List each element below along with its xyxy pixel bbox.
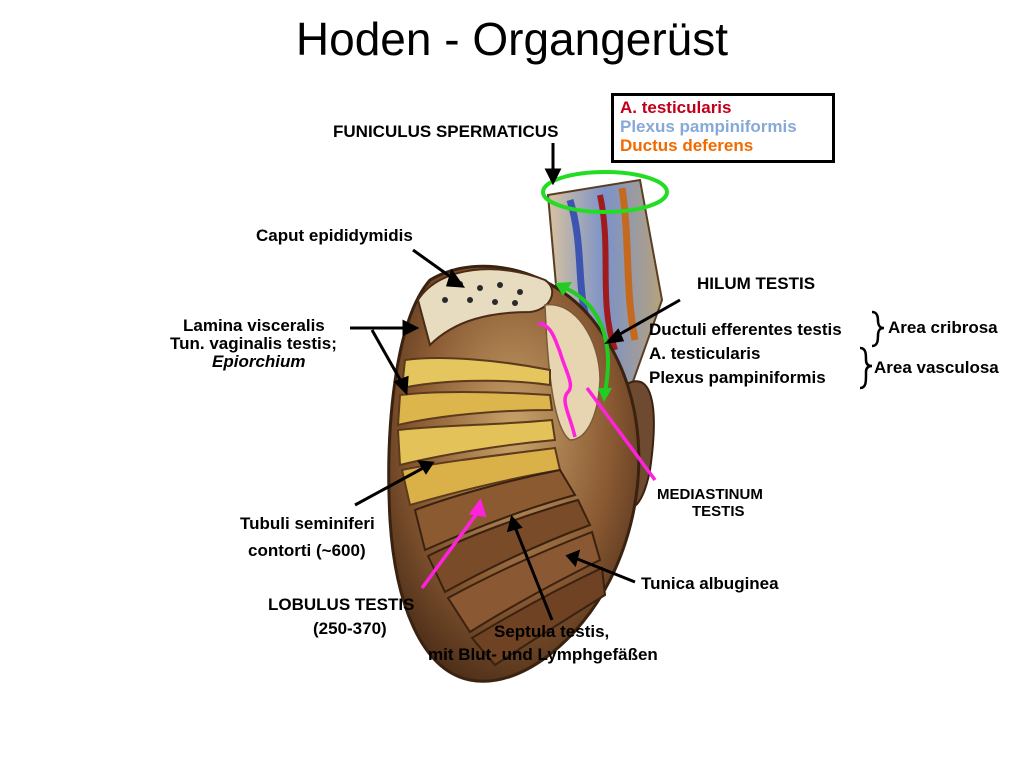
label-plexus-pampiniformis: Plexus pampiniformis <box>649 368 826 387</box>
label-tunica-albuginea: Tunica albuginea <box>641 574 779 593</box>
legend-item-plexus-pampiniformis: Plexus pampiniformis <box>620 117 797 136</box>
legend-box: A. testicularis Plexus pampiniformis Duc… <box>611 93 835 163</box>
label-mediastinum-testis: TESTIS <box>692 503 745 520</box>
label-epiorchium: Epiorchium <box>212 352 306 371</box>
mediastinum-outline <box>537 321 577 438</box>
label-ductuli-efferentes: Ductuli efferentes testis <box>649 320 842 339</box>
funiculus-highlight <box>541 170 669 214</box>
label-hilum-testis: HILUM TESTIS <box>697 274 816 293</box>
legend-item-ductus-deferens: Ductus deferens <box>620 136 754 155</box>
legend-item-a-testicularis: A. testicularis <box>620 98 732 117</box>
brace-cribrosa <box>871 310 885 348</box>
label-area-vasculosa: Area vasculosa <box>874 358 999 377</box>
label-lobulus-testis: LOBULUS TESTIS <box>268 595 415 614</box>
brace-vasculosa <box>859 346 873 390</box>
label-septula-testis: Septula testis, <box>494 622 610 641</box>
label-mediastinum: MEDIASTINUM <box>657 486 763 503</box>
label-lobulus-count: (250-370) <box>313 619 387 638</box>
label-tubuli-seminiferi: Tubuli seminiferi <box>240 514 375 533</box>
label-a-testicularis: A. testicularis <box>649 344 761 363</box>
label-funiculus-spermaticus: FUNICULUS SPERMATICUS <box>333 122 559 141</box>
label-tun-vaginalis: Tun. vaginalis testis; <box>170 334 337 353</box>
caput-epididymidis <box>416 268 554 347</box>
mediastinum-region <box>544 303 601 441</box>
hilum-arc <box>557 283 610 393</box>
label-septula-gefaesse: mit Blut- und Lymphgefäßen <box>428 645 658 664</box>
label-tubuli-contorti: contorti (~600) <box>248 541 366 560</box>
page-title: Hoden - Organgerüst <box>295 13 729 65</box>
label-caput-epididymidis: Caput epididymidis <box>256 226 413 245</box>
label-lamina-visceralis: Lamina visceralis <box>183 316 325 335</box>
label-area-cribrosa: Area cribrosa <box>888 318 998 337</box>
